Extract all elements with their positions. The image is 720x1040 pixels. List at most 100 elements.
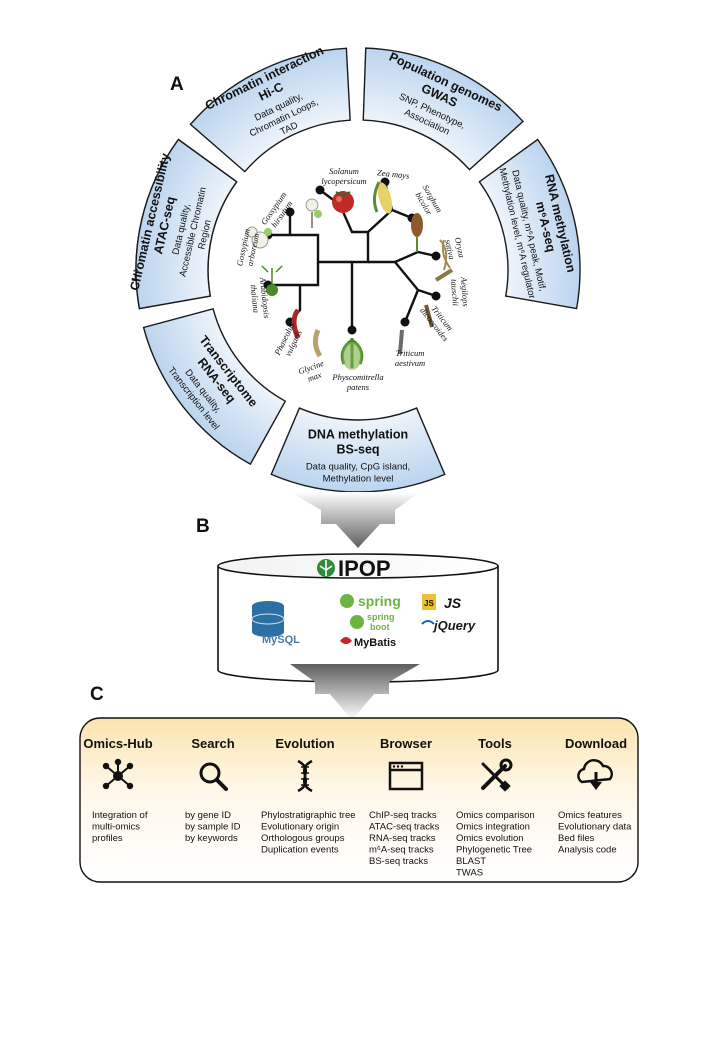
physcomitrella-plant-icon (340, 338, 364, 370)
sorghum-plant-icon (411, 213, 423, 252)
spring-logo: spring (340, 593, 401, 609)
feature-item: BS-seq tracks (369, 856, 428, 867)
browser-window-icon (388, 761, 424, 791)
arabidopsis-plant-icon (261, 265, 283, 296)
flow-arrow-b-to-c (290, 664, 420, 720)
dna-icon (297, 759, 313, 793)
springboot-label-1: spring (367, 612, 395, 622)
feature-item: Evolutionary origin (261, 822, 339, 833)
feature-item: profiles (92, 833, 123, 844)
species-genus: Solanum (329, 166, 359, 176)
species-genus: Aegilops (459, 276, 471, 308)
tomato-plant-icon (332, 191, 354, 213)
svg-text:JS: JS (424, 599, 434, 608)
species-epithet: aestivum (395, 358, 425, 368)
feature-item: TWAS (456, 868, 483, 879)
feature-item: ATAC-seq tracks (369, 822, 440, 833)
feature-item: Integration of (92, 810, 148, 821)
ipop-title: IPOP (338, 556, 391, 581)
feature-item: Analysis code (558, 845, 617, 856)
flow-arrow-a-to-b (290, 492, 420, 548)
species-genus: Physcomitrella (331, 372, 383, 382)
feature-item: Phylostratigraphic tree (261, 810, 356, 821)
feature-item: RNA-seq tracks (369, 833, 436, 844)
omics-title: BS-seq (336, 443, 379, 457)
feature-item: Orthologous groups (261, 833, 345, 844)
cloud-download-icon (577, 759, 613, 790)
js-label: JS (444, 595, 462, 611)
panel-label-c: C (90, 684, 104, 705)
network-icon (102, 758, 134, 790)
species-epithet: max (306, 369, 323, 383)
mysql-label: MySQL (262, 634, 300, 646)
spring-label: spring (358, 593, 401, 609)
rice-plant-icon (439, 239, 451, 271)
species-genus: Arabidopsis (258, 276, 272, 320)
mysql-logo: MySQL (251, 601, 300, 646)
omics-segment-6 (135, 138, 238, 310)
javascript-logo: JS JS (422, 594, 462, 611)
feature-title: Search (191, 736, 234, 751)
feature-title: Tools (478, 736, 512, 751)
plant-illustrations (246, 181, 454, 370)
panel-label-b: B (196, 516, 210, 537)
feature-item: Evolutionary data (558, 822, 632, 833)
feature-item: by sample ID (185, 822, 241, 833)
feature-item: Omics integration (456, 822, 530, 833)
feature-item: Omics features (558, 810, 622, 821)
wheat-plant-icon (398, 329, 404, 355)
mybatis-logo: MyBatis (340, 637, 396, 649)
feature-title: Download (565, 736, 627, 751)
gossypium-arboreum-plant-icon (246, 226, 272, 249)
ipop-logo-leaf-icon (317, 559, 335, 577)
wrench-screwdriver-icon (481, 758, 513, 792)
omics-segment-4 (270, 407, 446, 493)
species-label: Zea mays (377, 167, 411, 180)
species-epithet: thaliana (249, 284, 262, 313)
feature-item: Duplication events (261, 845, 339, 856)
omics-title: DNA methylation (308, 428, 408, 442)
feature-item: by keywords (185, 833, 238, 844)
feature-item: ChIP-seq tracks (369, 810, 437, 821)
feature-item: Omics evolution (456, 833, 524, 844)
species-epithet: tauschii (449, 279, 461, 307)
feature-item: Phylogenetic Tree (456, 845, 532, 856)
jquery-logo: jQuery (421, 618, 476, 633)
feature-title: Omics-Hub (83, 736, 152, 751)
species-genus: Triticum (396, 348, 425, 358)
aegilops-plant-icon (434, 268, 454, 282)
omics-segment-2 (362, 47, 524, 171)
species-epithet: sativa (443, 238, 457, 260)
jquery-label: jQuery (432, 618, 476, 633)
omics-description: Methylation level (323, 474, 394, 485)
feature-item: Omics comparison (456, 810, 535, 821)
omics-segment-3 (478, 138, 581, 310)
species-epithet: patens (346, 382, 370, 392)
springboot-logo: spring boot (350, 612, 395, 632)
features-panel (79, 717, 639, 883)
omics-segment-1 (189, 47, 351, 173)
magnifier-icon (199, 762, 228, 791)
mybatis-label: MyBatis (354, 637, 396, 649)
feature-title: Browser (380, 736, 432, 751)
common-bean-plant-icon (291, 308, 301, 340)
feature-item: Bed files (558, 833, 595, 844)
feature-title: Evolution (275, 736, 334, 751)
species-epithet: lycopersicum (321, 176, 366, 186)
gossypium-hirsutum-plant-icon (305, 198, 322, 228)
feature-item: BLAST (456, 856, 486, 867)
